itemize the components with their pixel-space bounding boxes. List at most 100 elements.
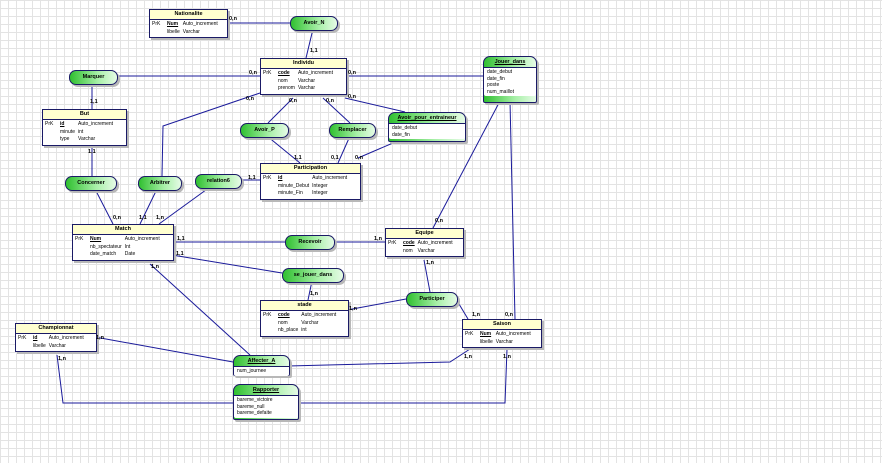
attribute-type: int	[78, 128, 84, 135]
attribute-key	[388, 248, 403, 256]
link-individu-remplacer	[322, 97, 351, 124]
link-avoir-p-participation	[266, 135, 301, 164]
card-saison-affecter-a: 1,n	[464, 354, 472, 360]
entity-title: Individu	[261, 59, 346, 69]
attribute-type: Auto_increment	[312, 175, 348, 181]
attribute-name: code	[278, 70, 290, 76]
relation-participer[interactable]: Participer	[406, 292, 458, 307]
relation-avoir-p[interactable]: Avoir_P	[240, 123, 289, 138]
entity-title: Match	[73, 225, 173, 235]
attribute-name: nom	[278, 77, 288, 84]
relation-attribute: date_debut	[392, 125, 418, 131]
attribute-type: Integer	[312, 190, 328, 196]
link-match-se-jouer-dans	[171, 254, 283, 274]
entity-title: Equipe	[386, 229, 463, 239]
attribute-key	[465, 339, 480, 347]
relation-attribute: num_journee	[237, 368, 267, 374]
card-match-affecter-a: 1,n	[151, 264, 159, 270]
attribute-key	[152, 29, 167, 37]
relation-attribute: num_maillot	[487, 88, 514, 95]
attribute-name: libelle	[167, 28, 180, 35]
attribute-type: Auto_increment	[417, 240, 453, 246]
card-saison-rapporter: 1,n	[503, 354, 511, 360]
card-nationalite-avoir-n: 0,n	[229, 16, 237, 22]
card-but-marquer: 1,1	[90, 99, 98, 105]
relation-arbitrer[interactable]: Arbitrer	[138, 176, 182, 191]
attribute-name: minute	[60, 128, 76, 135]
card-match-relation6: 1,n	[156, 215, 164, 221]
attribute-name: Num	[480, 331, 492, 337]
card-individu-jouer-dans: 0,n	[348, 70, 356, 76]
card-equipe-jouer-dans: 0,n	[435, 218, 443, 224]
relation-avoir-n[interactable]: Avoir_N	[290, 16, 338, 31]
relation-concerner[interactable]: Concerner	[65, 176, 117, 191]
relation-attribute: date_fin	[392, 131, 410, 138]
link-concerner-match	[94, 188, 114, 225]
relation-attribute: poste	[487, 82, 500, 88]
entity-title: But	[43, 110, 126, 120]
relation-se-jouer-dans[interactable]: se_jouer_dans	[282, 268, 344, 283]
card-participation-avoir-pour-entraineur: 0,n	[355, 155, 363, 161]
attribute-key	[263, 85, 278, 93]
attribute-key: PrK	[75, 236, 84, 242]
relation-attribute: bareme_victoire	[237, 397, 273, 403]
relation-recevoir[interactable]: Recevoir	[285, 235, 335, 250]
attribute-key: PrK	[388, 240, 397, 246]
link-remplacer-participation	[337, 135, 351, 164]
attribute-name: minute_Fin	[278, 190, 303, 196]
attribute-type: Varchar	[182, 28, 200, 35]
attribute-type: Varchar	[297, 85, 316, 91]
attribute-type: int	[301, 327, 307, 333]
relation-attribute: date_fin	[487, 75, 505, 82]
relation-remplacer[interactable]: Remplacer	[329, 123, 376, 138]
attribute-type: Date	[124, 251, 136, 257]
link-jouer-dans-equipe	[432, 100, 501, 229]
entity-title: stade	[261, 301, 348, 311]
attribute-key	[45, 136, 60, 144]
relation-title: Participer	[419, 296, 445, 302]
attribute-key	[263, 78, 278, 86]
relation-title: relation6	[207, 178, 230, 184]
card-individu-avoir-pour-entraineur: 0,n	[348, 94, 356, 100]
attribute-name: minute_Debut	[278, 182, 310, 189]
entity-title: Saison	[463, 320, 541, 330]
attribute-type: Auto_increment	[182, 21, 218, 27]
attribute-key: PrK	[263, 312, 272, 318]
relation-marquer[interactable]: Marquer	[69, 70, 118, 85]
link-equipe-participer	[423, 259, 431, 293]
attribute-type: Auto_increment	[124, 236, 160, 242]
relation-relation6[interactable]: relation6	[195, 174, 242, 189]
relation-attribute: date_debut	[487, 69, 513, 75]
relation-attribute: bareme_null	[237, 403, 265, 410]
card-individu-avoir-n: 1,1	[310, 48, 318, 54]
attribute-type: Auto_increment	[48, 335, 84, 341]
attribute-key: PrK	[465, 331, 474, 337]
